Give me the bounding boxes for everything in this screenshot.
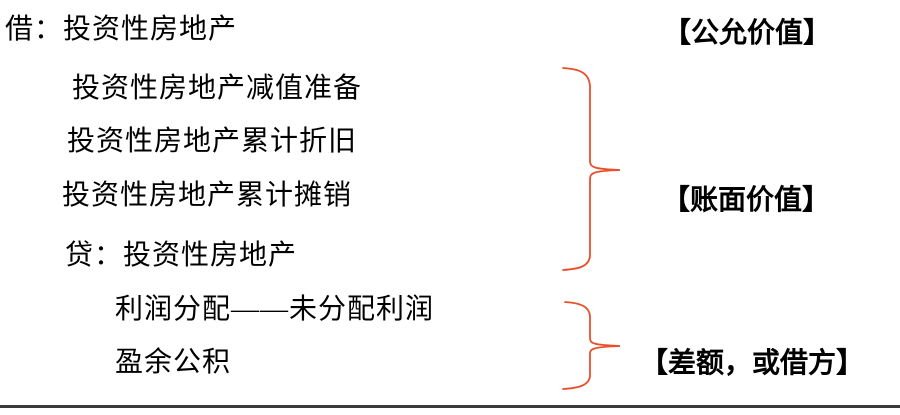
entry-debit-investment-property: 借：投资性房地产	[5, 14, 238, 45]
entry-profit-distribution: 利润分配——未分配利润	[115, 294, 435, 325]
entry-accumulated-depreciation: 投资性房地产累计折旧	[67, 126, 358, 157]
curly-brace-book-value-path	[562, 67, 621, 271]
curly-brace-difference-path	[562, 301, 621, 390]
bottom-divider	[0, 405, 900, 408]
entry-impairment-provision: 投资性房地产减值准备	[72, 73, 363, 104]
entry-credit-investment-property: 贷：投资性房地产	[65, 240, 298, 271]
label-book-value: 【账面价值】	[662, 185, 831, 216]
entry-accumulated-amortization: 投资性房地产累计摊销	[62, 180, 353, 211]
label-fair-value: 【公允价值】	[663, 18, 832, 49]
entry-surplus-reserve: 盈余公积	[115, 347, 232, 378]
curly-brace-difference-icon	[562, 301, 621, 390]
label-difference-or-debit: 【差额，或借方】	[640, 348, 865, 379]
curly-brace-book-value-icon	[562, 67, 621, 271]
